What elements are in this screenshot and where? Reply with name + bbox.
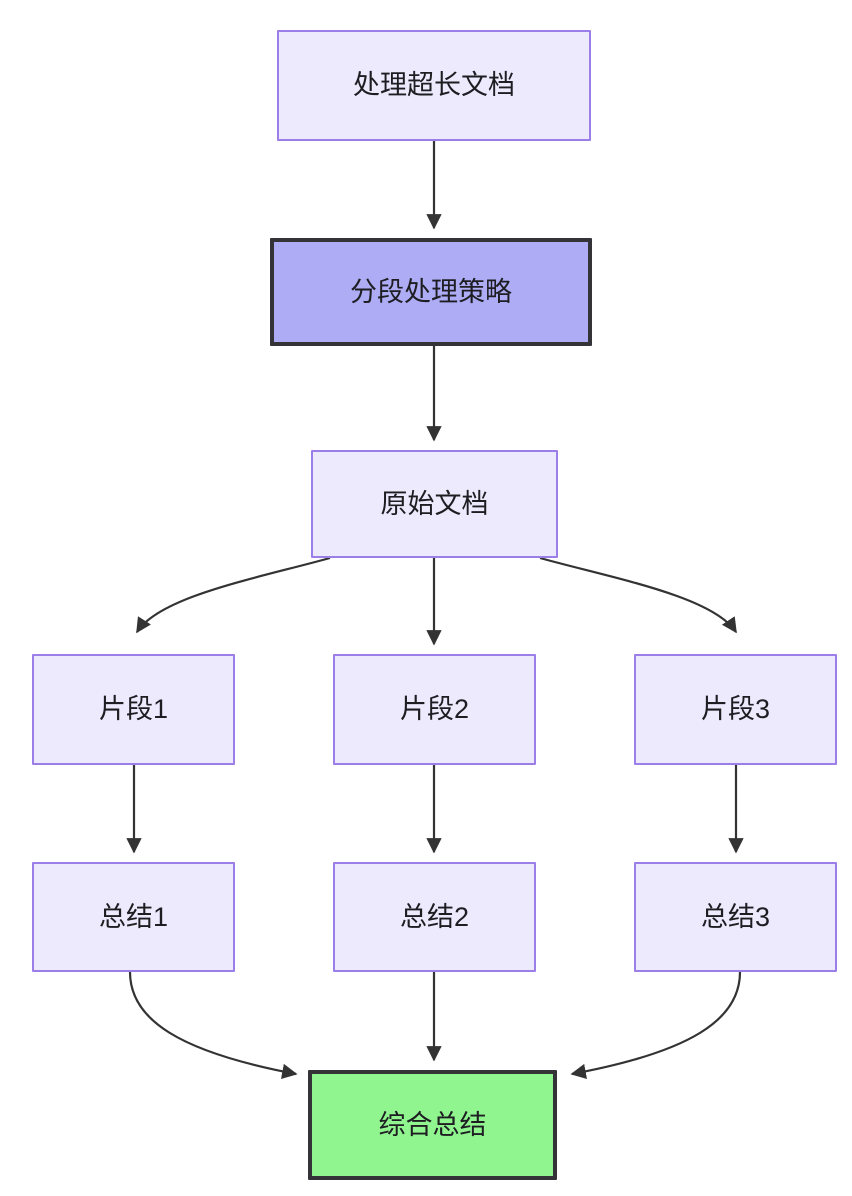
edge-summary-3-to-final-summary [570, 971, 742, 1080]
node-fragment-2[interactable]: 片段2 [333, 654, 536, 765]
node-summary-2[interactable]: 总结2 [333, 862, 536, 972]
node-root-label: 处理超长文档 [353, 70, 515, 101]
edge-summary-1-to-final-summary [128, 971, 298, 1079]
edge-source-doc-to-fragment-3 [539, 556, 737, 634]
node-summary-3[interactable]: 总结3 [634, 862, 837, 972]
node-summary-1[interactable]: 总结1 [32, 862, 235, 972]
node-summary-3-label: 总结3 [700, 901, 771, 932]
node-final-summary-label: 综合总结 [378, 1109, 487, 1140]
node-fragment-3[interactable]: 片段3 [634, 654, 837, 765]
node-fragment-3-label: 片段3 [700, 694, 771, 725]
node-source-doc-label: 原始文档 [380, 488, 489, 519]
node-fragment-1[interactable]: 片段1 [32, 654, 235, 765]
node-root[interactable]: 处理超长文档 [277, 30, 591, 141]
node-summary-2-label: 总结2 [399, 901, 470, 932]
node-strategy[interactable]: 分段处理策略 [270, 238, 592, 346]
node-final-summary[interactable]: 综合总结 [308, 1070, 557, 1180]
node-fragment-1-label: 片段1 [98, 694, 169, 725]
node-source-doc[interactable]: 原始文档 [311, 450, 558, 558]
edge-source-doc-to-fragment-1 [136, 556, 331, 634]
node-summary-1-label: 总结1 [98, 901, 169, 932]
node-fragment-2-label: 片段2 [399, 694, 470, 725]
node-strategy-label: 分段处理策略 [350, 276, 512, 307]
